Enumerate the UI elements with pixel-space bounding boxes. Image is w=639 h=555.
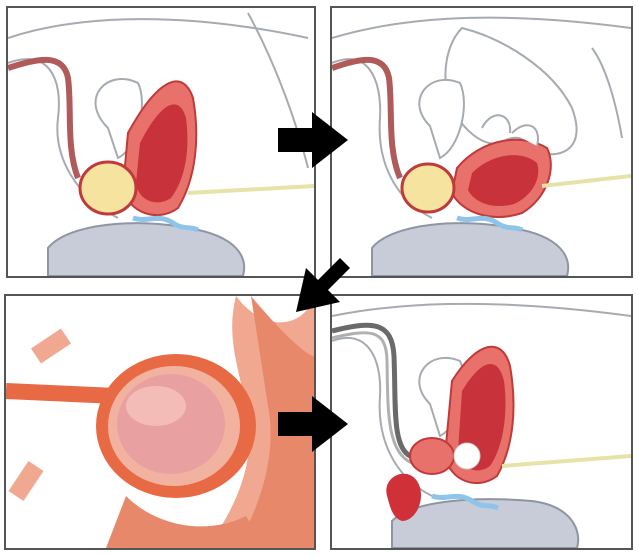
step-2-panel [330, 6, 633, 278]
step-3-panel [4, 294, 316, 550]
bladder-closeup-illustration [6, 296, 314, 548]
arrow-right-icon [276, 394, 350, 454]
arrow-right-icon [276, 110, 350, 170]
pelvis-illustration-4 [332, 296, 631, 548]
pelvis-illustration-2 [332, 8, 631, 276]
arrow-down-left-icon [292, 254, 354, 316]
step-1-panel [6, 6, 316, 278]
pelvis-illustration-1 [8, 8, 314, 276]
step-4-panel [330, 294, 633, 550]
